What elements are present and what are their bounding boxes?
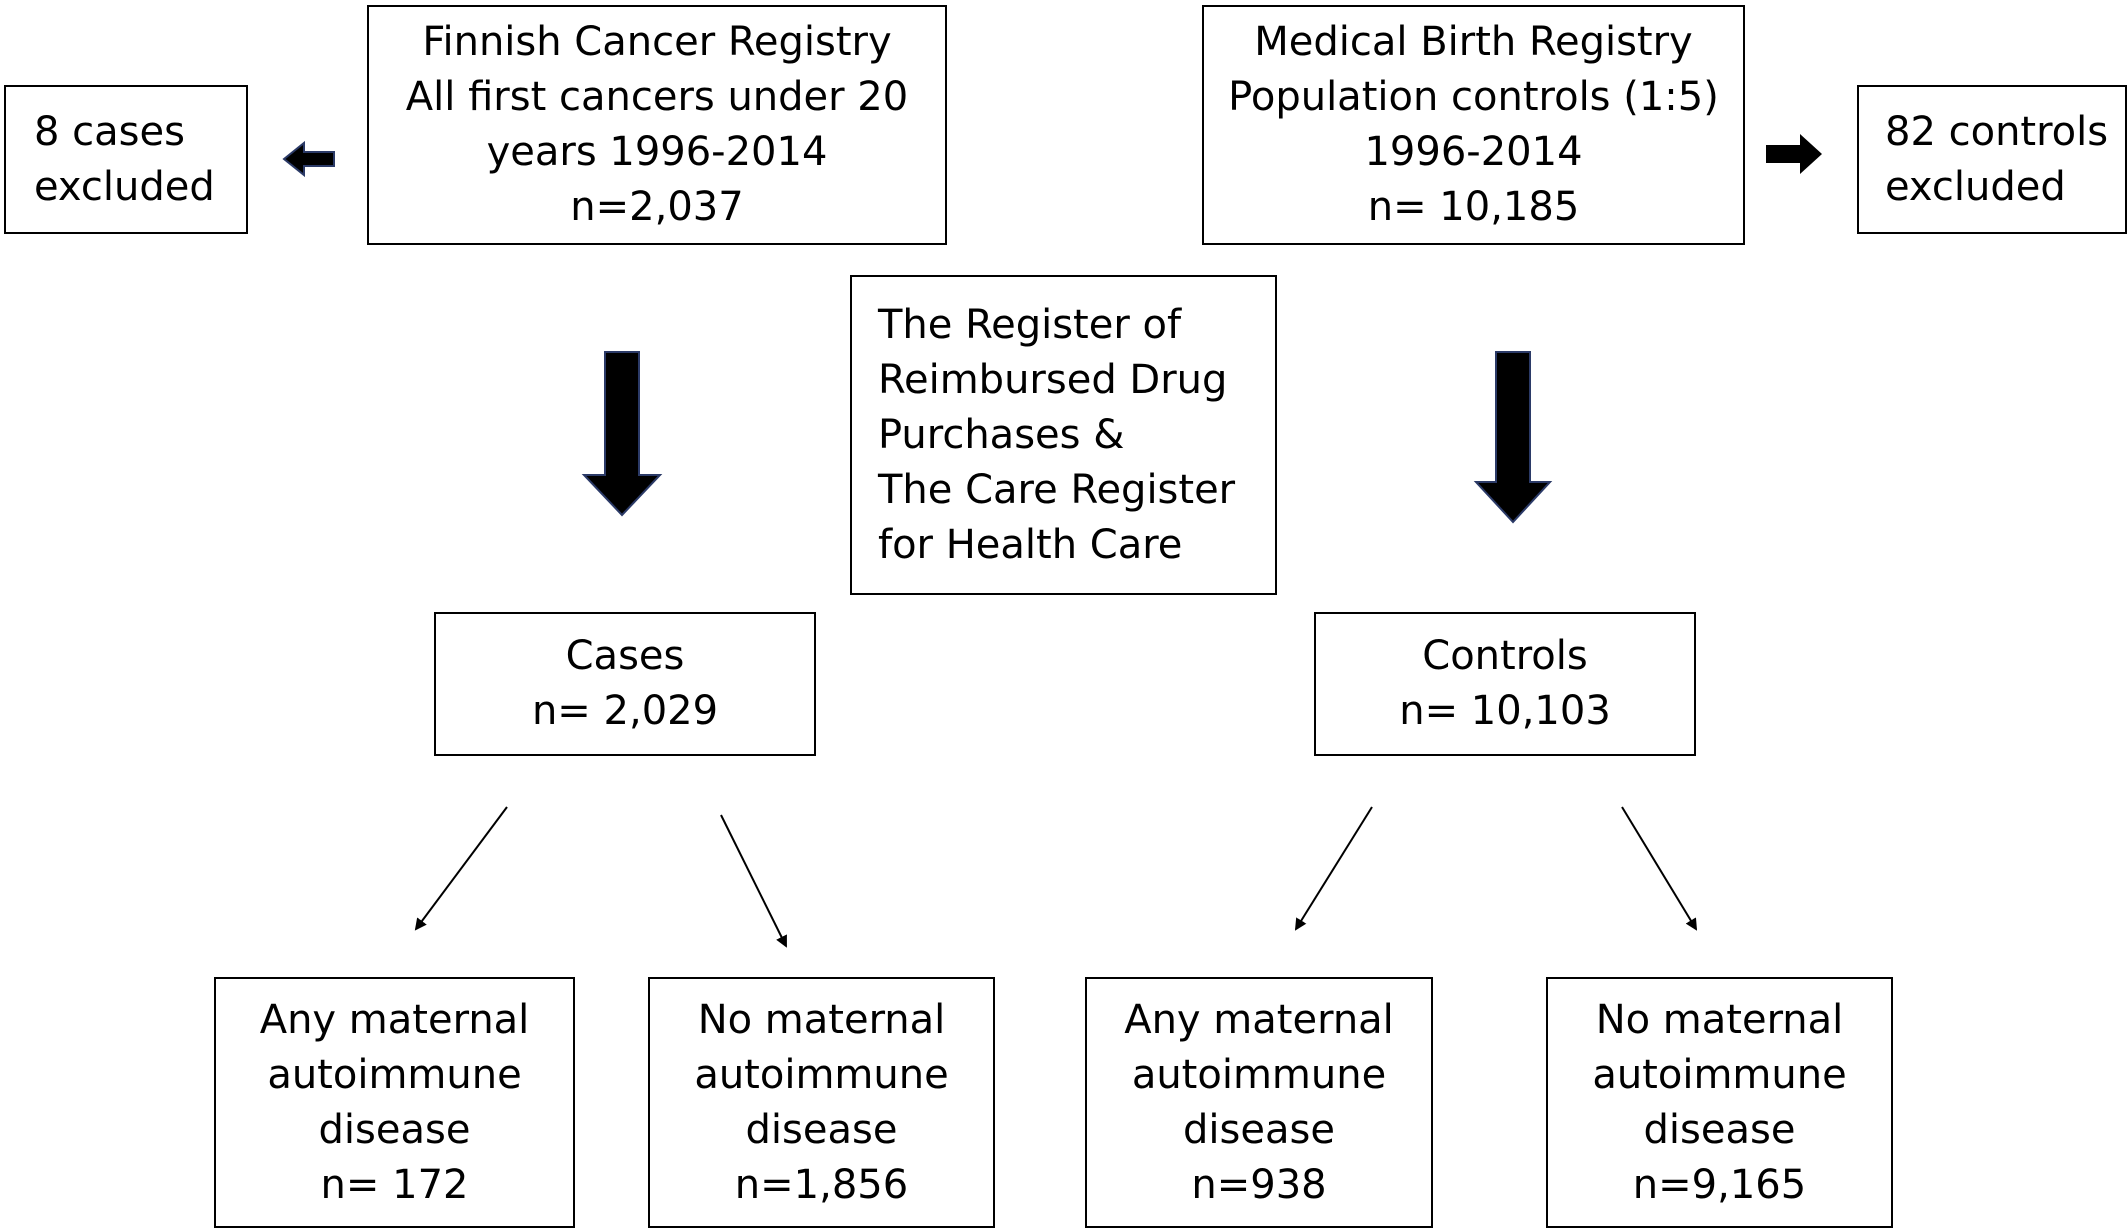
box-line: n= 10,185 bbox=[1367, 184, 1580, 230]
controls-box: Controls n= 10,103 bbox=[1314, 612, 1696, 756]
box-line: autoimmune bbox=[267, 1051, 522, 1098]
exclusion-arrow-left bbox=[282, 140, 335, 178]
box-line: excluded bbox=[34, 163, 215, 210]
split-arrow-cases-any bbox=[414, 806, 508, 931]
box-line: n= 2,029 bbox=[531, 688, 719, 734]
box-line: n= 10,103 bbox=[1399, 688, 1611, 734]
box-line: excluded bbox=[1885, 163, 2066, 210]
box-line: years 1996-2014 bbox=[486, 129, 828, 175]
controls-no-autoimmune-box: No maternal autoimmune disease n=9,165 bbox=[1546, 977, 1893, 1228]
drug-register-box: The Register of Reimbursed Drug Purchase… bbox=[850, 275, 1277, 595]
box-line: autoimmune bbox=[1131, 1051, 1387, 1098]
box-line: autoimmune bbox=[694, 1051, 949, 1098]
box-line: Medical Birth Registry bbox=[1254, 19, 1693, 65]
cancer-registry-box: Finnish Cancer Registry All first cancer… bbox=[367, 5, 947, 245]
cases-excluded-box: 8 cases excluded bbox=[4, 85, 248, 234]
box-line: disease bbox=[1183, 1106, 1335, 1153]
box-line: Reimbursed Drug bbox=[878, 356, 1228, 403]
box-line: n=1,856 bbox=[734, 1161, 909, 1208]
box-line: The Register of bbox=[878, 301, 1182, 348]
box-line: 1996-2014 bbox=[1364, 129, 1583, 175]
box-line: disease bbox=[745, 1106, 898, 1153]
box-line: Population controls (1:5) bbox=[1228, 74, 1719, 120]
cases-any-autoimmune-box: Any maternal autoimmune disease n= 172 bbox=[214, 977, 575, 1228]
box-line: 82 controls bbox=[1885, 108, 2109, 155]
box-line: No maternal bbox=[697, 996, 946, 1043]
controls-excluded-box: 82 controls excluded bbox=[1857, 85, 2127, 234]
box-line: Cases bbox=[565, 633, 685, 679]
down-arrow-controls bbox=[1473, 351, 1553, 524]
box-line: disease bbox=[318, 1106, 471, 1153]
box-line: n=2,037 bbox=[570, 184, 744, 230]
box-line: No maternal bbox=[1595, 996, 1844, 1043]
box-line: Any maternal bbox=[1124, 996, 1394, 1043]
box-line: Any maternal bbox=[259, 996, 530, 1043]
box-line: Controls bbox=[1422, 633, 1588, 679]
cases-box: Cases n= 2,029 bbox=[434, 612, 816, 756]
split-arrow-controls-no bbox=[1621, 806, 1698, 931]
box-line: disease bbox=[1643, 1106, 1796, 1153]
exclusion-arrow-right bbox=[1766, 134, 1822, 174]
box-line: Purchases & bbox=[878, 411, 1125, 458]
box-line: autoimmune bbox=[1592, 1051, 1847, 1098]
box-line: 8 cases bbox=[34, 108, 185, 155]
box-line: n=9,165 bbox=[1632, 1161, 1807, 1208]
split-arrow-controls-any bbox=[1294, 806, 1373, 931]
box-line: The Care Register bbox=[878, 466, 1236, 513]
split-arrow-cases-no bbox=[720, 814, 787, 948]
cases-no-autoimmune-box: No maternal autoimmune disease n=1,856 bbox=[648, 977, 995, 1228]
box-line: for Health Care bbox=[878, 521, 1183, 568]
box-line: All first cancers under 20 bbox=[405, 74, 909, 120]
box-line: n= 172 bbox=[320, 1161, 469, 1208]
birth-registry-box: Medical Birth Registry Population contro… bbox=[1202, 5, 1745, 245]
controls-any-autoimmune-box: Any maternal autoimmune disease n=938 bbox=[1085, 977, 1433, 1228]
down-arrow-cases bbox=[581, 351, 663, 517]
box-line: Finnish Cancer Registry bbox=[422, 19, 892, 65]
box-line: n=938 bbox=[1191, 1161, 1327, 1208]
